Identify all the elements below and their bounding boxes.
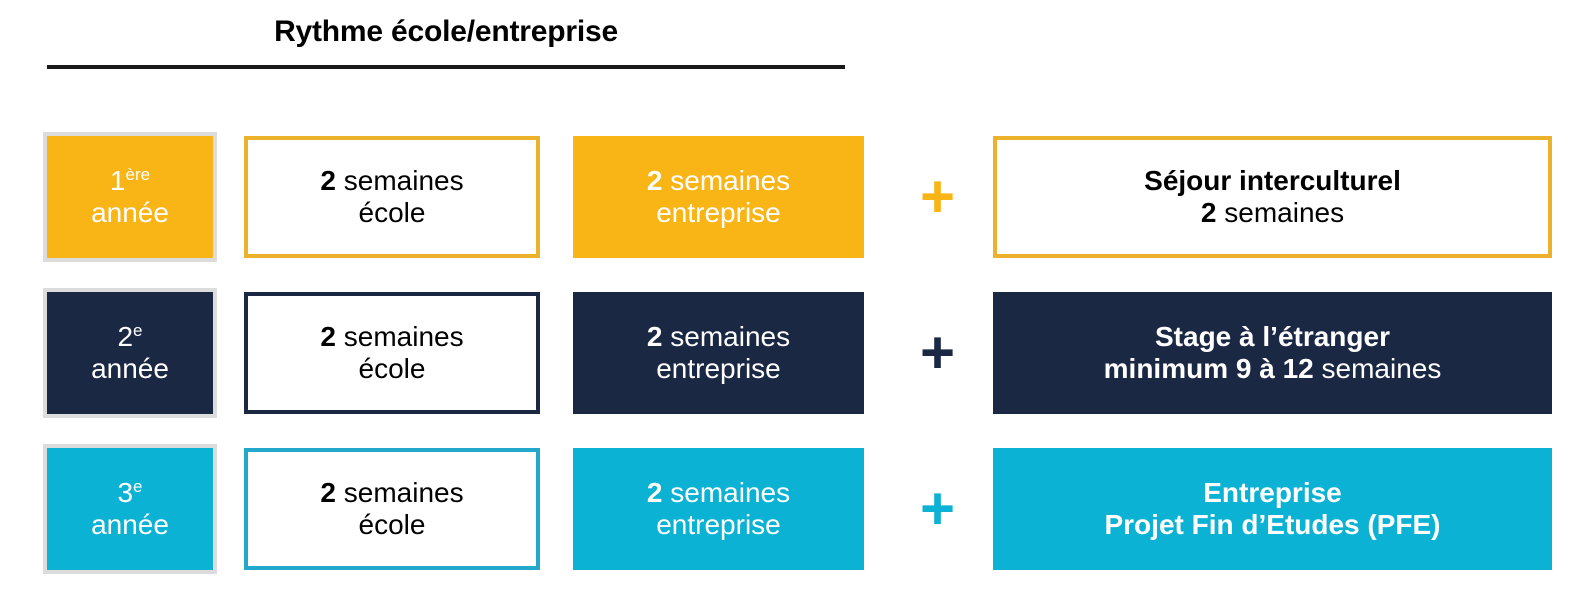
year-label-3: 3e [117,476,143,508]
extra-block-1[interactable]: Séjour interculturel 2 semaines [993,136,1552,258]
school-place-3: école [358,509,426,540]
page-title: Rythme école/entreprise [274,15,618,48]
school-duration-2: 2 semaines [320,320,464,352]
school-place-1: école [358,197,426,228]
company-place-3: entreprise [656,509,781,540]
header-divider [47,65,845,69]
year-ordinal-1: ère [125,164,151,184]
extra-line1-3: Entreprise [1203,476,1342,508]
company-duration-1: 2 semaines [646,164,791,196]
schedule-row-year-2: 2e année 2 semaines école 2 semaines ent… [0,292,1596,414]
school-block-2[interactable]: 2 semaines école [244,292,540,414]
school-block-3[interactable]: 2 semaines école [244,448,540,570]
company-place-2: entreprise [656,353,781,384]
company-duration-2: 2 semaines [646,320,791,352]
schedule-row-year-3: 3e année 2 semaines école 2 semaines ent… [0,448,1596,570]
plus-icon-3: + [919,475,956,542]
year-label-1: 1ère [109,164,151,196]
extra-line2-3: Projet Fin d’Etudes (PFE) [1104,509,1441,540]
company-place-1: entreprise [656,197,781,228]
extra-block-2[interactable]: Stage à l’étranger minimum 9 à 12 semain… [993,292,1552,414]
year-ordinal-2: e [133,320,143,340]
year-word-3: année [91,509,169,540]
year-word-2: année [91,353,169,384]
schedule-row-year-1: 1ère année 2 semaines école 2 semaines e… [0,136,1596,258]
plus-icon-2: + [919,319,956,386]
company-duration-3: 2 semaines [646,476,791,508]
year-badge-1[interactable]: 1ère année [47,136,213,258]
extra-line1-2: Stage à l’étranger [1155,320,1390,352]
year-ordinal-3: e [133,476,143,496]
company-block-2[interactable]: 2 semaines entreprise [573,292,864,414]
company-block-3[interactable]: 2 semaines entreprise [573,448,864,570]
school-duration-1: 2 semaines [320,164,464,196]
year-badge-3[interactable]: 3e année [47,448,213,570]
school-place-2: école [358,353,426,384]
school-block-1[interactable]: 2 semaines école [244,136,540,258]
year-label-2: 2e [117,320,143,352]
company-block-1[interactable]: 2 semaines entreprise [573,136,864,258]
school-duration-3: 2 semaines [320,476,464,508]
header: Rythme école/entreprise [47,14,845,69]
year-badge-2[interactable]: 2e année [47,292,213,414]
extra-line2-1: 2 semaines [1200,197,1345,228]
schedule-grid: 1ère année 2 semaines école 2 semaines e… [0,136,1596,604]
plus-icon-1: + [919,163,956,230]
extra-line1-1: Séjour interculturel [1144,164,1401,196]
year-word-1: année [91,197,169,228]
extra-block-3[interactable]: Entreprise Projet Fin d’Etudes (PFE) [993,448,1552,570]
extra-line2-2: minimum 9 à 12 semaines [1103,353,1442,384]
